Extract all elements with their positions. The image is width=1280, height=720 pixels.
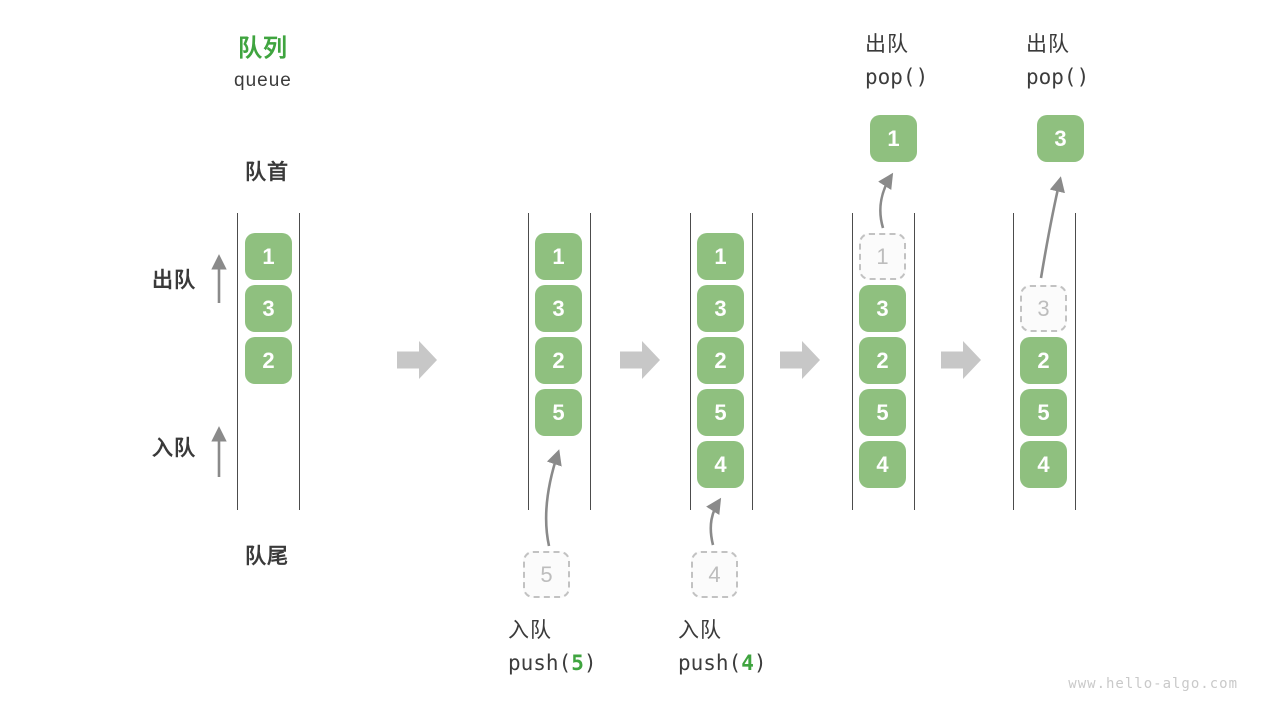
queue-element: 5 [1020,389,1067,436]
popped-element: 1 [870,115,917,162]
queue-element: 1 [245,233,292,280]
queue-element: 3 [859,285,906,332]
queue-element: 1 [697,233,744,280]
queue-element: 4 [697,441,744,488]
queue-channel-state-5 [1013,213,1076,510]
queue-element: 5 [535,389,582,436]
queue-element: 5 [697,389,744,436]
pop-1-annotation: 出队 pop() [865,34,928,88]
watermark: www.hello-algo.com [1068,676,1238,692]
pop-1-code: pop() [865,65,929,89]
push-5-code: push(5) [508,651,597,675]
queue-element: 2 [859,337,906,384]
pop-1-label: 出队 [865,33,909,56]
push-5-annotation: 入队 push(5) [508,620,597,674]
push-4-label: 入队 [678,619,722,642]
queue-channel-state-1 [237,213,300,510]
push-4-annotation: 入队 push(4) [678,620,767,674]
queue-element: 3 [535,285,582,332]
queue-channel-state-2 [528,213,591,510]
queue-element: 4 [859,441,906,488]
page-title: 队列 [238,35,288,62]
removed-element-ghost: 3 [1020,285,1067,332]
queue-element: 2 [697,337,744,384]
queue-element: 3 [245,285,292,332]
incoming-element-ghost: 4 [691,551,738,598]
queue-front-label: 队首 [245,161,289,184]
queue-element: 2 [535,337,582,384]
removed-element-ghost: 1 [859,233,906,280]
queue-channel-state-4 [852,213,915,510]
queue-rear-label: 队尾 [245,545,289,568]
push-5-label: 入队 [508,619,552,642]
incoming-element-ghost: 5 [523,551,570,598]
queue-element: 3 [697,285,744,332]
queue-element: 4 [1020,441,1067,488]
queue-channel-state-3 [690,213,753,510]
queue-element: 2 [1020,337,1067,384]
enqueue-side-label: 入队 [152,437,196,460]
queue-element: 1 [535,233,582,280]
step-arrow-2 [620,341,660,379]
step-arrow-3 [780,341,820,379]
pop-3-label: 出队 [1026,33,1070,56]
step-arrow-4 [941,341,981,379]
page-subtitle: queue [234,70,292,91]
popped-element: 3 [1037,115,1084,162]
pop-3-annotation: 出队 pop() [1026,34,1089,88]
pop-3-code: pop() [1026,65,1090,89]
queue-element: 2 [245,337,292,384]
step-arrow-1 [397,341,437,379]
push-4-code: push(4) [678,651,767,675]
queue-element: 5 [859,389,906,436]
dequeue-side-label: 出队 [152,269,196,292]
